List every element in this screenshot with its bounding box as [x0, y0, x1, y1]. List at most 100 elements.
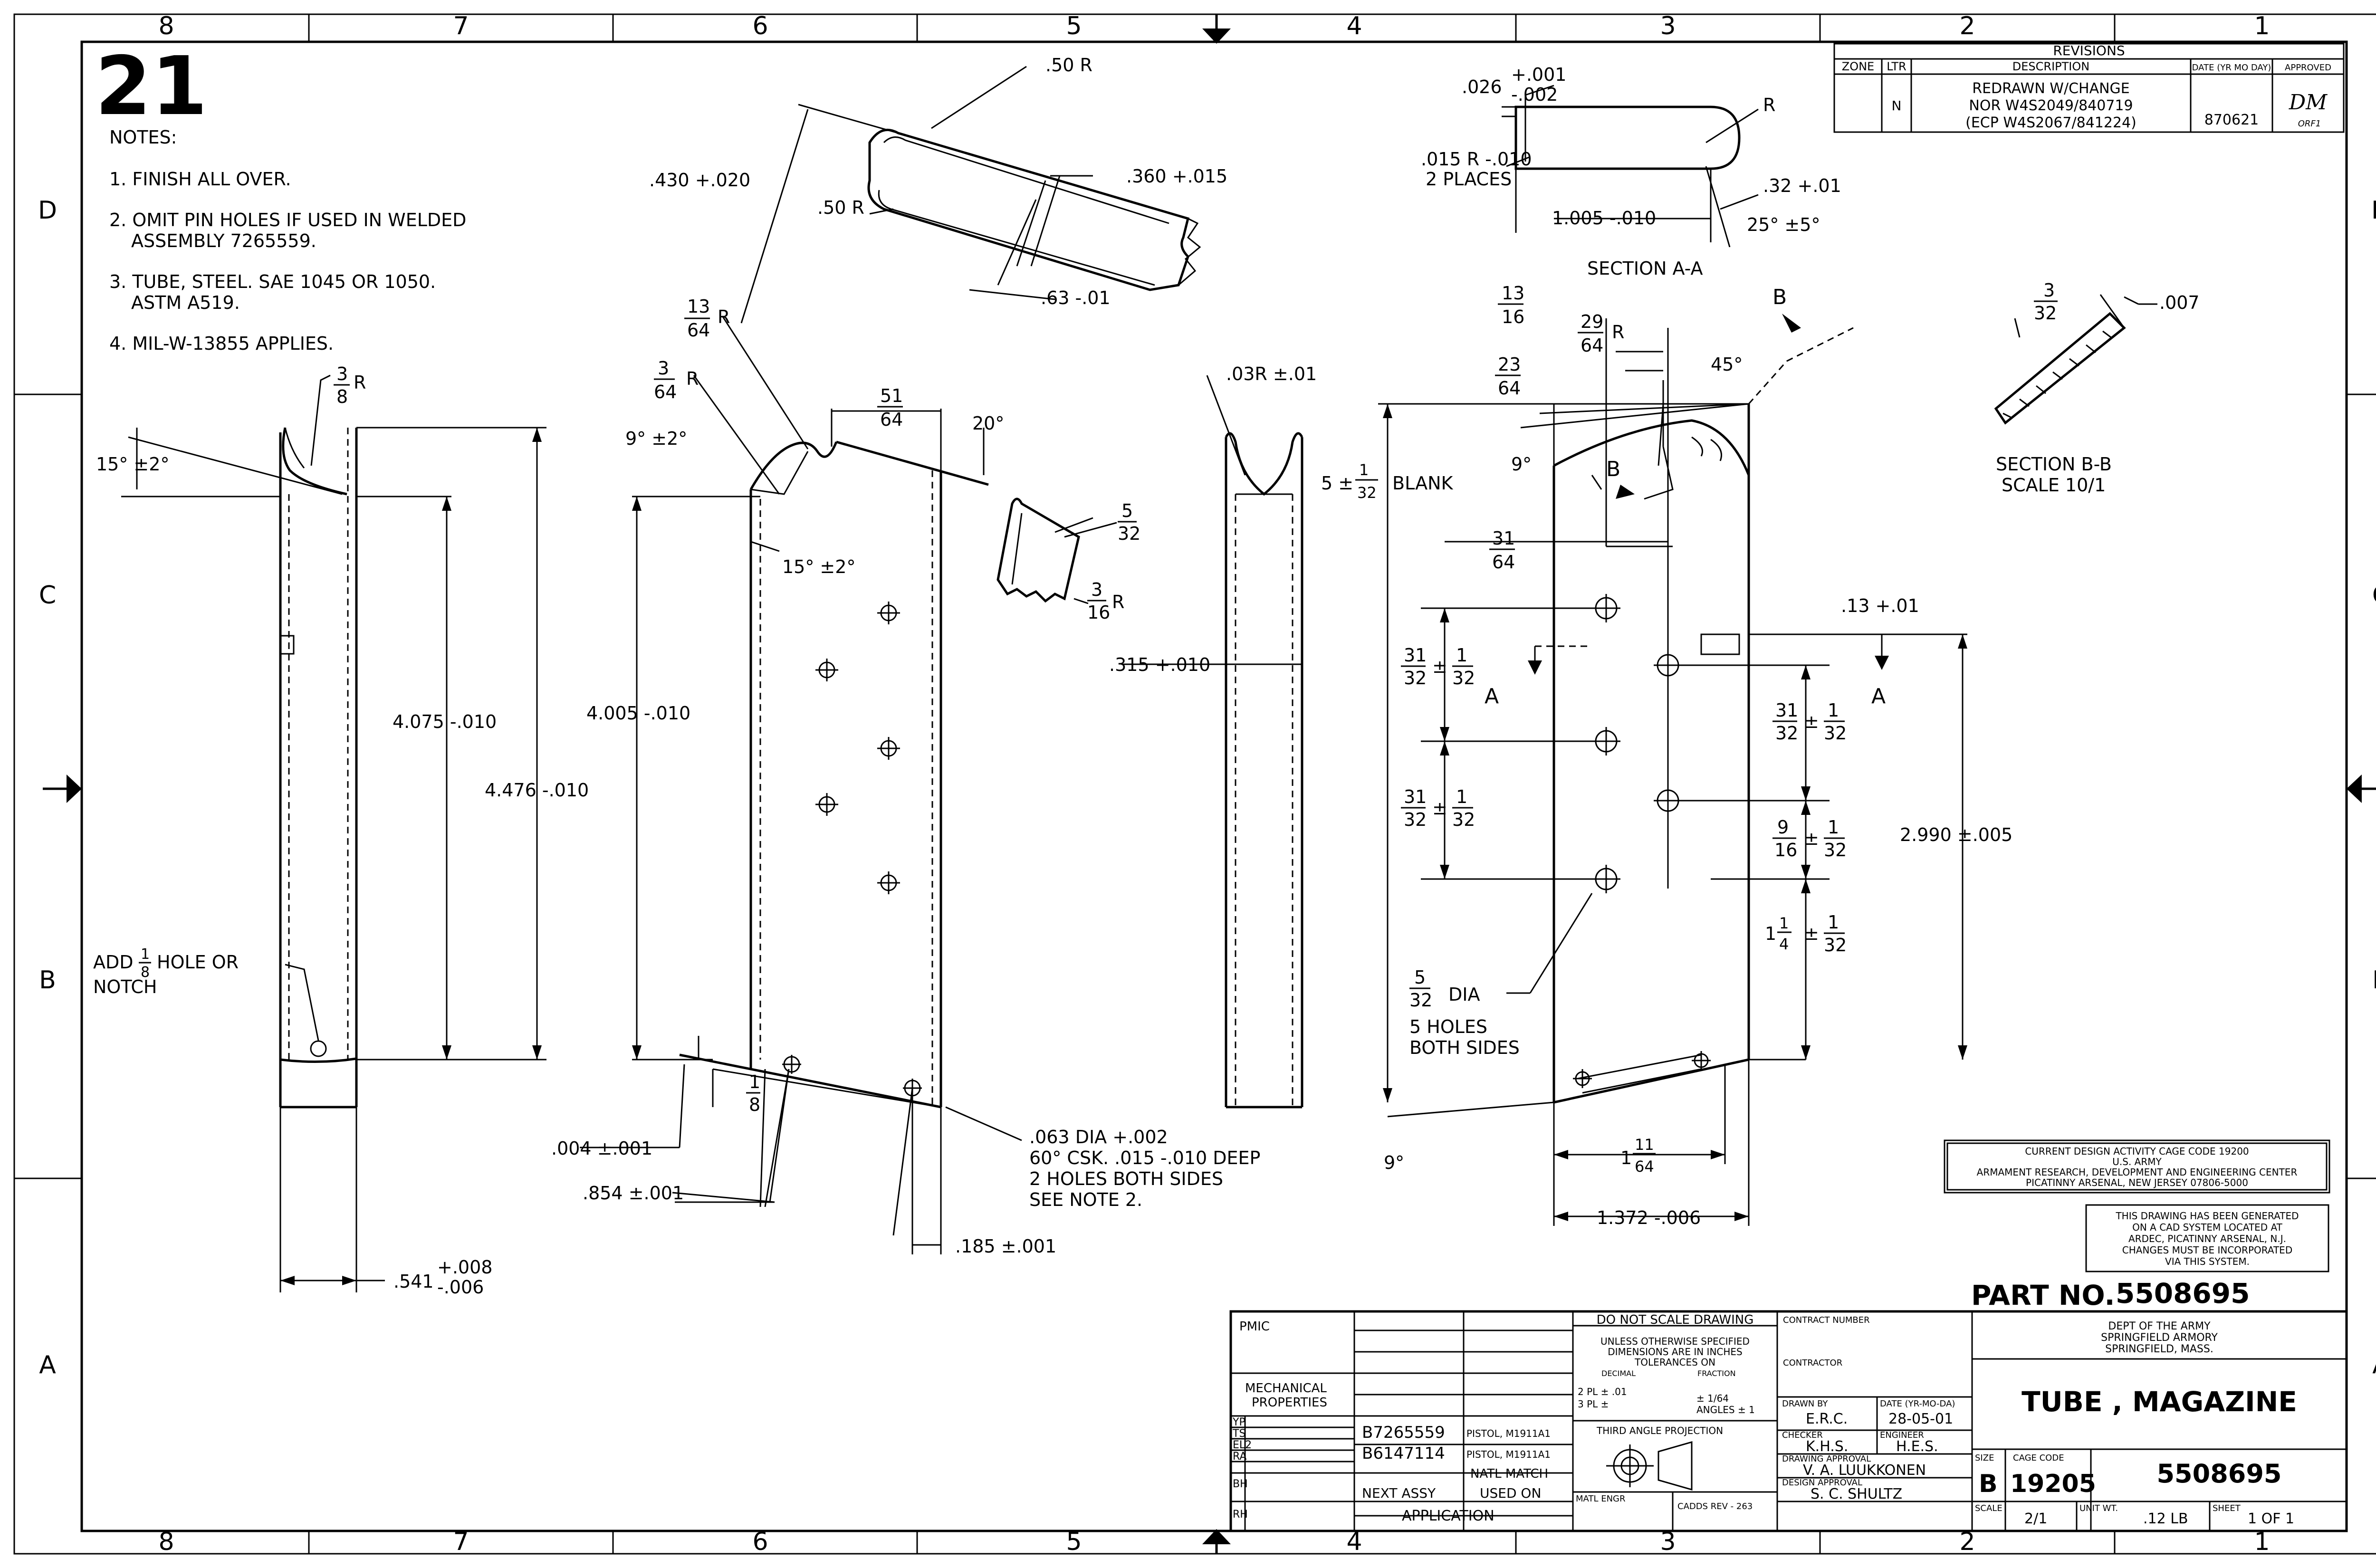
v4-tol1-tden: 32	[1452, 668, 1475, 688]
view-4-flat-blank	[1378, 314, 1967, 1226]
v4-2364-den: 64	[1498, 378, 1521, 399]
note-4: 4. MIL-W-13855 APPLIES.	[109, 333, 334, 354]
drawing-border	[80, 40, 2348, 1532]
tb-date: 28-05-01	[1888, 1411, 1953, 1427]
tb-dept-2: SPRINGFIELD ARMORY	[2101, 1332, 2218, 1344]
zone-bottom-1: 1	[2254, 1528, 2270, 1556]
v4-tol3-tden: 32	[1824, 723, 1847, 744]
v1-dim-541-minus: -.006	[437, 1277, 484, 1298]
v4-tol3-tnum: 1	[1828, 700, 1839, 721]
tb-size-label: SIZE	[1975, 1453, 1994, 1463]
tb-drawn-by-label: DRAWN BY	[1782, 1399, 1828, 1409]
dt-r50-b: .50 R	[817, 197, 864, 218]
tb-design-approval: S. C. SHULTZ	[1811, 1486, 1902, 1502]
dl-532-den: 32	[1118, 523, 1140, 544]
zone-bottom-3: 3	[1660, 1528, 1676, 1556]
v4-dim-1372: 1.372 -.006	[1597, 1207, 1701, 1228]
tb-engineer: H.E.S.	[1896, 1438, 1938, 1455]
v4-1316-den: 16	[1502, 306, 1524, 327]
v4-tol1-tnum: 1	[1456, 645, 1467, 666]
dl-316-den: 16	[1087, 602, 1110, 623]
third-angle-symbol	[1606, 1441, 1693, 1491]
tb-tol-3pl: 3 PL ±	[1578, 1398, 1609, 1410]
v4-3164-num: 31	[1492, 528, 1515, 549]
v4-3164-den: 64	[1492, 552, 1515, 573]
tb-tol-decimal: DECIMAL	[1601, 1369, 1636, 1378]
note-2-line1: 2. OMIT PIN HOLES IF USED IN WELDED	[109, 210, 466, 230]
zone-left-c: C	[39, 581, 56, 610]
saa-angle-25: 25° ±5°	[1747, 214, 1820, 235]
note-1: 1. FINISH ALL OVER.	[109, 169, 291, 190]
v4-114-den: 4	[1779, 935, 1789, 953]
v4-blank-den: 32	[1357, 484, 1377, 502]
zone-right-a: A	[2372, 1351, 2376, 1379]
tb-unit-wt: .12 LB	[2143, 1511, 2188, 1527]
zone-top-6: 6	[752, 12, 768, 40]
activity-line1: CURRENT DESIGN ACTIVITY CAGE CODE 19200	[2025, 1146, 2249, 1157]
tb-code-bh: BH	[1233, 1478, 1248, 1490]
tb-contractor: CONTRACTOR	[1783, 1358, 1842, 1368]
sheet-number: 21	[95, 39, 208, 134]
tb-asm-1-app: PISTOL, M1911A1	[1466, 1428, 1551, 1439]
part-no-label: PART NO.	[1971, 1279, 2115, 1311]
tb-checker-label: CHECKER	[1782, 1430, 1823, 1440]
v1-dim-541: .541	[393, 1271, 434, 1292]
tb-sheet-label: SHEET	[2213, 1503, 2241, 1513]
dt-dim-360: .360 +.015	[1126, 166, 1227, 187]
v4-dia-label: DIA	[1448, 984, 1480, 1005]
part-no-value: 5508695	[2116, 1277, 2250, 1310]
saa-dim-026: .026	[1462, 76, 1502, 97]
v1-r38-r: R	[354, 372, 366, 393]
view2-pin-holes	[782, 602, 922, 1098]
tb-contract-number: CONTRACT NUMBER	[1783, 1315, 1870, 1325]
zone-bottom-8: 8	[158, 1528, 174, 1556]
view-2-tube-profile	[580, 316, 1022, 1254]
zone-ticks	[14, 14, 2376, 1554]
v4-tol3-pm: ±	[1804, 711, 1819, 732]
cad-note-line5: VIA THIS SYSTEM.	[2165, 1256, 2250, 1267]
saa-dim-026-minus: -.002	[1511, 84, 1558, 105]
tb-date-label: DATE (YR-MO-DA)	[1880, 1399, 1955, 1409]
revisions-title: REVISIONS	[2053, 43, 2125, 58]
v2-r1364-num: 13	[687, 296, 710, 317]
zone-top-4: 4	[1346, 12, 1362, 40]
cad-note-box: THIS DRAWING HAS BEEN GENERATED ON A CAD…	[2085, 1204, 2329, 1272]
zone-right-c: C	[2372, 581, 2376, 610]
saa-r015-line1: .015 R -.010	[1421, 149, 1532, 170]
detail-lip	[996, 497, 1117, 604]
note-3-line2: ASTM A519.	[131, 292, 240, 313]
zone-labels: 8 7 6 5 4 3 2 1 8 7 6 5 4 3 2 1 D C B A …	[38, 12, 2376, 1556]
view-1-tube-side	[121, 374, 546, 1292]
dt-dim-63: .63 -.01	[1041, 287, 1111, 308]
tb-mech-1: MECHANICAL	[1245, 1381, 1327, 1396]
v2-dim-18-den: 8	[749, 1094, 760, 1115]
v4-angle-45: 45°	[1711, 354, 1743, 375]
activity-line4: PICATINNY ARSENAL, NEW JERSEY 07806-5000	[2026, 1177, 2248, 1188]
v4-2364-num: 23	[1498, 354, 1521, 375]
saa-dim-32: .32 +.01	[1763, 175, 1841, 196]
dl-532-num: 5	[1121, 500, 1133, 521]
v2-dim-5164-num: 51	[880, 385, 903, 406]
v4-dim-2990: 2.990 ±.005	[1900, 824, 2012, 845]
zone-left-d: D	[38, 196, 57, 225]
tb-code-rh: RH	[1233, 1509, 1248, 1520]
tb-pmic: PMIC	[1239, 1319, 1270, 1334]
tb-dept-1: DEPT OF THE ARMY	[2108, 1320, 2211, 1332]
tb-dwg-no: 5508695	[2156, 1459, 2281, 1489]
v4-1164-den: 64	[1635, 1157, 1654, 1176]
rev-header-zone: ZONE	[1842, 60, 1874, 73]
v2-angle-15: 15° ±2°	[782, 556, 855, 577]
tb-dept-3: SPRINGFIELD, MASS.	[2105, 1343, 2213, 1355]
v4-tol1-num: 31	[1404, 645, 1427, 666]
v4-2964-num: 29	[1581, 311, 1603, 332]
saa-dim-026-plus: +.001	[1511, 64, 1566, 85]
v2-r1364-den: 64	[687, 320, 710, 341]
v4-holes-line2: BOTH SIDES	[1409, 1037, 1520, 1058]
view-2-dims: 13 64 R 3 64 R 51 64 20° 9° ±2° 15° ±2° …	[551, 296, 1260, 1257]
zone-bottom-2: 2	[1959, 1528, 1975, 1556]
v4-tol3-num: 31	[1775, 700, 1798, 721]
tb-code-ts: TS	[1232, 1428, 1245, 1440]
outer-border	[13, 13, 2376, 1555]
section-bb-title: SECTION B-B	[1996, 454, 2112, 475]
rev-date: 870621	[2204, 112, 2259, 128]
